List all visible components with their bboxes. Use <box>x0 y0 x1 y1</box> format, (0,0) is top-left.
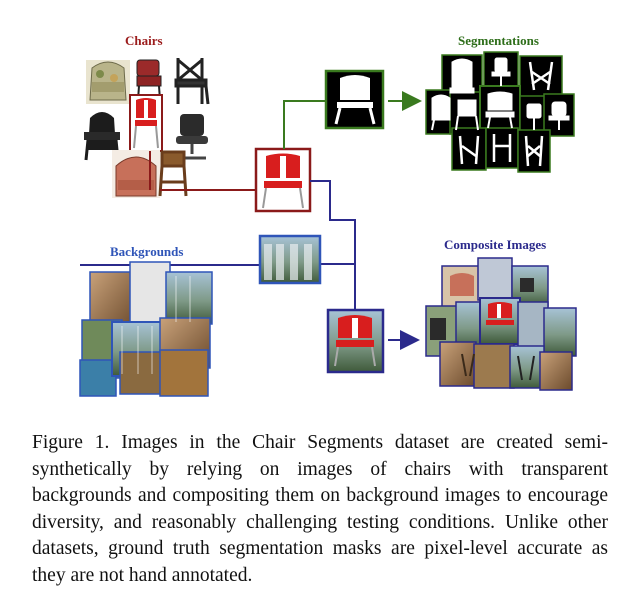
figure: Chairs Segmentations Backgrounds Composi… <box>79 33 577 397</box>
red-padded-chair-image <box>136 59 162 101</box>
office-chair-image <box>176 114 208 160</box>
selected-chair-box <box>254 147 312 213</box>
figure-caption: Figure 1. Images in the Chair Segments d… <box>32 432 608 586</box>
backgrounds-collage <box>79 261 213 397</box>
composite-chair-box <box>326 308 385 374</box>
chair-mask-box <box>324 69 385 130</box>
composite-images-label: Composite Images <box>444 237 547 252</box>
cross-back-chair-image <box>174 58 210 105</box>
chair-to-composite-line <box>310 180 356 310</box>
selected-background-box <box>258 234 322 285</box>
segmentations-collage <box>425 51 575 173</box>
pink-armchair-image <box>112 150 160 198</box>
composites-collage <box>425 257 577 391</box>
segmentations-label: Segmentations <box>458 33 539 48</box>
diagram-canvas <box>79 51 577 397</box>
chairs-collage <box>84 58 210 198</box>
selected-chair-image <box>129 94 163 152</box>
backgrounds-label: Backgrounds <box>110 244 184 259</box>
armchair-image <box>86 60 130 104</box>
chairs-label: Chairs <box>125 33 163 48</box>
segmentation-path-line <box>283 100 326 149</box>
